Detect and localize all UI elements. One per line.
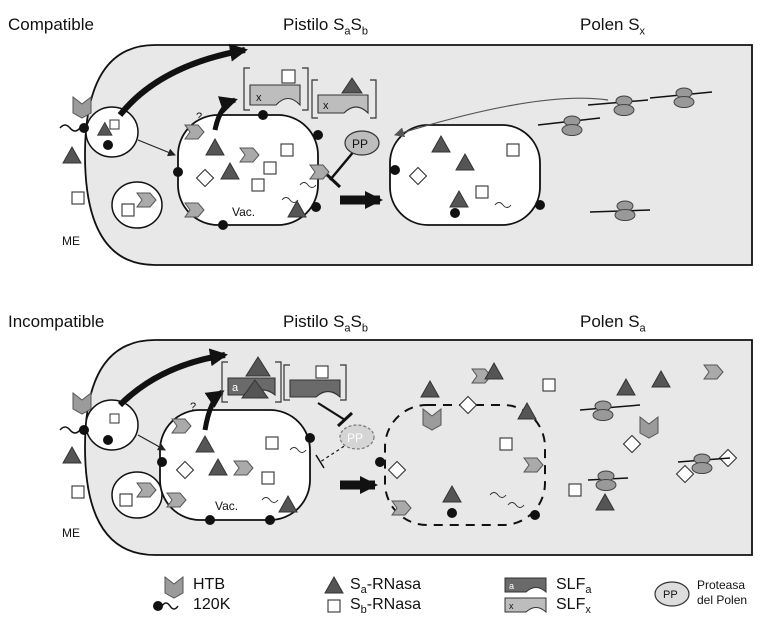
slf-complex-a-bottom [221, 356, 282, 403]
svg-text:x: x [509, 601, 514, 611]
legend-slfa-label: SLFa [556, 576, 592, 597]
panel-top-pistil-label: Pistilo SaSb [283, 15, 369, 38]
vacuole-label-top: Vac. [232, 205, 255, 219]
vesicle-upper-bottom [85, 399, 139, 451]
legend-sb-rnasa-icon [327, 599, 341, 613]
protease-pp-bottom [339, 424, 375, 450]
me-label-top: ME [62, 234, 80, 248]
pp-label-bottom: PP [347, 431, 363, 445]
complex-a-letter-bottom: a [232, 382, 239, 394]
legend-sb-rnasa-label: Sb-RNasa [350, 596, 422, 617]
vesicle-lower-top [111, 181, 163, 229]
legend-slfx-icon: x [504, 597, 547, 614]
panel-bottom-pollen-label: Polen Sa [580, 312, 646, 335]
arrow-to-complex-bottom [202, 389, 225, 431]
sa-rnasa-icon [62, 146, 82, 164]
slf-complex-1-top [243, 67, 309, 111]
legend-120k-icon [153, 601, 163, 611]
svg-text:a: a [509, 581, 514, 591]
arrow-exocytosis-top [117, 43, 248, 117]
pp-inhibition-top [329, 149, 356, 181]
legend-htb-label: HTB [193, 576, 225, 593]
arrow-vesicle-vacuole-top [137, 139, 176, 157]
slf-complex-2-top [311, 77, 377, 119]
complex1-letter-top: x [256, 92, 262, 104]
panel-top: x x ? PP ME Vac. [59, 43, 753, 266]
htb-icon [72, 96, 92, 119]
question-mark-top: ? [196, 111, 202, 123]
pp-label-top: PP [352, 137, 368, 151]
vacuole-label-bottom: Vac. [215, 499, 238, 513]
complex2-letter-top: x [323, 100, 329, 112]
legend: a x PP [153, 576, 690, 614]
legend-pp-icon [654, 581, 690, 607]
sb-rnasa-icon [71, 191, 85, 205]
arrow-vesicle-vacuole-bottom [137, 434, 166, 451]
arrow-to-complex-top [212, 96, 238, 131]
legend-slfa-icon: a [504, 577, 547, 594]
120k-icon [79, 123, 89, 133]
vesicle-upper-top [85, 106, 139, 158]
protease-pp-top [344, 130, 380, 156]
legend-sa-rnasa-label: Sa-RNasa [350, 576, 422, 597]
me-label-bottom: ME [62, 526, 80, 540]
question-mark-bottom: ? [190, 401, 196, 413]
120k-tail-icon [59, 124, 81, 132]
panel-bottom: a ? PP ME Vac. [59, 339, 753, 556]
legend-pp-text: PP [663, 589, 678, 601]
arrow-exocytosis-bottom [117, 348, 228, 408]
panel-top-title: Compatible [8, 15, 94, 34]
vacuole-degraded-top [389, 124, 541, 226]
slf-complex-b-bottom [283, 364, 347, 401]
inhibition-line-bottom [317, 402, 346, 421]
panel-bottom-title: Incompatible [8, 312, 105, 331]
panel-top-pollen-label: Polen Sx [580, 15, 646, 38]
legend-sa-rnasa-icon [324, 576, 344, 594]
legend-slfx-label: SLFx [556, 596, 591, 617]
panel-bottom-pistil-label: Pistilo SaSb [283, 312, 369, 335]
legend-htb-icon [164, 576, 184, 599]
legend-120k-label: 120K [193, 596, 231, 613]
arrow-protease-signal-top [394, 97, 609, 138]
